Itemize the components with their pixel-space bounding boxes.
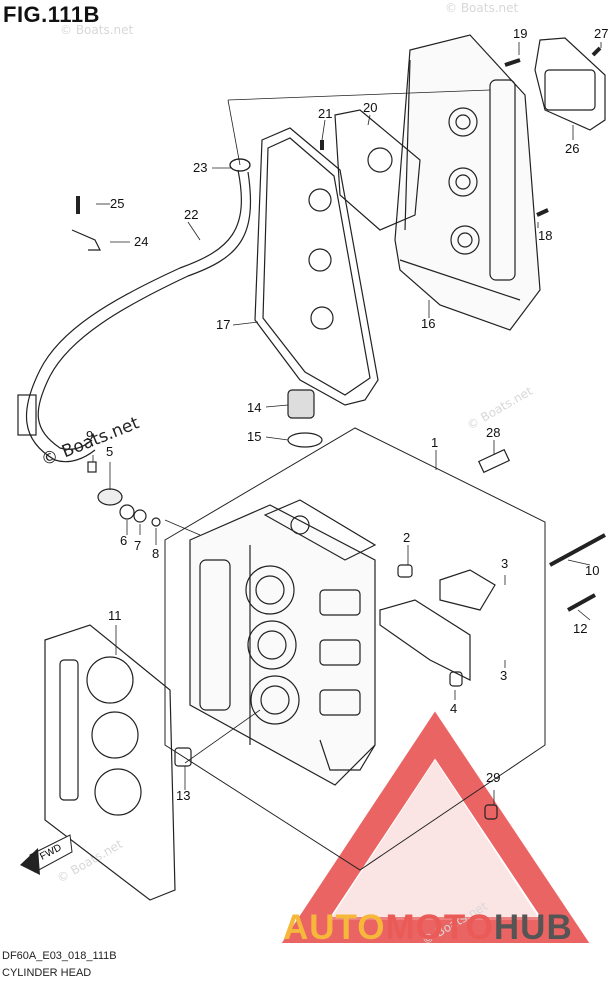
callout-6: 6 <box>120 533 127 548</box>
callout-3b: 3 <box>500 668 507 683</box>
callout-20: 20 <box>363 100 377 115</box>
forward-arrow: FWD <box>20 834 73 875</box>
callout-3a: 3 <box>501 556 508 571</box>
logo-part-moto: MOTO <box>385 908 494 947</box>
watermark-text: © Boats.net <box>445 1 519 15</box>
callout-7: 7 <box>134 538 141 553</box>
callout-17: 17 <box>216 317 230 332</box>
leader-lines <box>92 42 602 805</box>
small-parts <box>71 46 606 820</box>
callouts: 1 2 3 3 4 5 6 7 8 9 10 11 12 13 14 15 16… <box>86 26 608 803</box>
figure-name: CYLINDER HEAD <box>2 967 92 979</box>
callout-1: 1 <box>431 435 438 450</box>
callout-19: 19 <box>513 26 527 41</box>
callout-15: 15 <box>247 429 261 444</box>
figure-code: DF60A_E03_018_111B <box>2 950 117 962</box>
callout-13: 13 <box>176 788 190 803</box>
cover-plate <box>534 37 606 131</box>
callout-11: 11 <box>108 608 122 623</box>
assembly-outline <box>164 427 546 871</box>
callout-16: 16 <box>421 316 435 331</box>
callout-14: 14 <box>247 400 261 415</box>
callout-10: 10 <box>585 563 599 578</box>
callout-27: 27 <box>594 26 608 41</box>
callout-18: 18 <box>538 228 552 243</box>
callout-12: 12 <box>573 621 587 636</box>
callout-22: 22 <box>184 207 198 222</box>
cylinder-head-cover <box>394 34 541 331</box>
callout-25: 25 <box>110 196 124 211</box>
logo-triangle <box>281 711 590 943</box>
watermark-text: © Boats.net <box>60 23 134 37</box>
callout-2: 2 <box>403 530 410 545</box>
callout-24: 24 <box>134 234 148 249</box>
callout-4: 4 <box>450 701 457 716</box>
logo-part-auto: AUTO <box>283 908 386 947</box>
callout-29: 29 <box>486 770 500 785</box>
cover-gasket <box>254 127 379 406</box>
callout-28: 28 <box>486 425 500 440</box>
callout-8: 8 <box>152 546 159 561</box>
cylinder-head <box>189 499 377 786</box>
logo-part-hub: HUB <box>493 908 573 947</box>
callout-5: 5 <box>106 444 113 459</box>
callout-26: 26 <box>565 141 579 156</box>
head-gasket <box>44 624 176 901</box>
callout-21: 21 <box>318 106 332 121</box>
logo-wordmark: AUTOMOTOHUB <box>283 908 573 948</box>
callout-9: 9 <box>86 428 93 443</box>
callout-23: 23 <box>193 160 207 175</box>
baffle-plate <box>334 109 421 231</box>
figure-title: FIG.111B <box>3 2 100 27</box>
